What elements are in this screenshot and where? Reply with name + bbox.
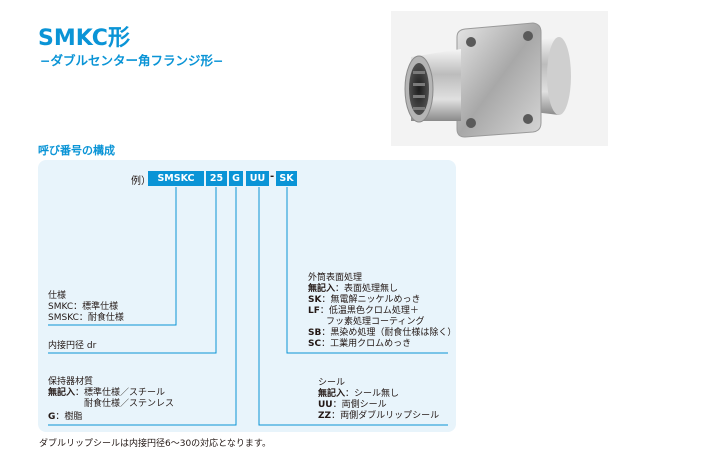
code-part-seal: UU bbox=[246, 171, 269, 186]
surface-key: SC bbox=[308, 339, 322, 349]
surface-row: 無記入：表面処理無し bbox=[308, 284, 398, 295]
seal-value: ：シール無し bbox=[345, 389, 400, 399]
type-item: SMKC：標準仕様 bbox=[48, 302, 119, 312]
surface-row: SK：無電解ニッケルめっき bbox=[308, 295, 420, 306]
surface-value: ：低温黒色クロム処理＋ bbox=[319, 306, 419, 316]
retainer-heading: 保持器材質 bbox=[48, 377, 94, 387]
seal-key: UU bbox=[318, 400, 333, 410]
connector-type bbox=[48, 187, 177, 326]
code-part-retainer: G bbox=[229, 171, 243, 186]
type-heading: 仕様 bbox=[48, 291, 67, 301]
type-item: SMSKC：耐食仕様 bbox=[48, 313, 124, 323]
surface-key: LF bbox=[308, 306, 320, 316]
designation-panel bbox=[38, 160, 456, 432]
seal-value: ：両側ダブルリップシール bbox=[331, 411, 440, 421]
footnote: ダブルリップシールは内接円径6〜30の対応となります。 bbox=[39, 439, 272, 449]
retainer-g-key: G bbox=[48, 412, 56, 422]
seal-row: 無記入：シール無し bbox=[318, 389, 399, 400]
code-part-surface: SK bbox=[276, 171, 297, 186]
connector-retainer bbox=[48, 187, 237, 426]
diameter-label: 内接円径 dr bbox=[48, 341, 97, 351]
retainer-value-2: 耐食仕様／ステンレス bbox=[84, 399, 175, 409]
surface-value: ：工業用クロムめっき bbox=[321, 339, 412, 349]
seal-row: UU：両側シール bbox=[318, 400, 387, 411]
page-subtitle: −ダブルセンター角フランジ形− bbox=[40, 53, 224, 68]
seal-key: 無記入 bbox=[318, 389, 346, 399]
connector-surface bbox=[286, 187, 448, 354]
product-photo bbox=[391, 11, 608, 146]
retainer-value: ：標準仕様／スチール bbox=[75, 388, 166, 398]
seal-key: ZZ bbox=[318, 411, 332, 421]
seal-value: ：両側シール bbox=[332, 400, 387, 410]
connector-diameter bbox=[48, 187, 217, 354]
flange-bushing-illustration bbox=[404, 22, 571, 138]
surface-row: LF：低温黒色クロム処理＋ bbox=[308, 306, 419, 317]
surface-value: ：黒染め処理（耐食仕様は除く） bbox=[321, 328, 457, 338]
connector-seal bbox=[258, 187, 448, 426]
surface-key: SK bbox=[308, 295, 322, 305]
page-title: SMKC形 bbox=[38, 26, 130, 51]
section-heading: 呼び番号の構成 bbox=[38, 144, 115, 157]
surface-row: SC：工業用クロムめっき bbox=[308, 339, 411, 350]
code-part-diameter: 25 bbox=[206, 171, 227, 186]
seal-row: ZZ：両側ダブルリップシール bbox=[318, 411, 439, 422]
retainer-key: 無記入 bbox=[48, 388, 76, 398]
retainer-g-value: ：樹脂 bbox=[55, 412, 83, 422]
surface-row: SB：黒染め処理（耐食仕様は除く） bbox=[308, 328, 456, 339]
seal-heading: シール bbox=[318, 378, 346, 388]
retainer-row: G：樹脂 bbox=[48, 412, 82, 423]
code-separator: - bbox=[270, 171, 275, 182]
example-prefix: 例） bbox=[131, 176, 151, 187]
surface-value: ：表面処理無し bbox=[335, 284, 399, 294]
surface-value-cont: フッ素処理コーティング bbox=[326, 317, 425, 327]
surface-key: SB bbox=[308, 328, 322, 338]
retainer-row: 無記入：標準仕様／スチール bbox=[48, 388, 165, 399]
code-part-series: SMSKC bbox=[148, 171, 204, 186]
surface-value: ：無電解ニッケルめっき bbox=[321, 295, 421, 305]
surface-heading: 外筒表面処理 bbox=[308, 273, 363, 283]
surface-key: 無記入 bbox=[308, 284, 336, 294]
